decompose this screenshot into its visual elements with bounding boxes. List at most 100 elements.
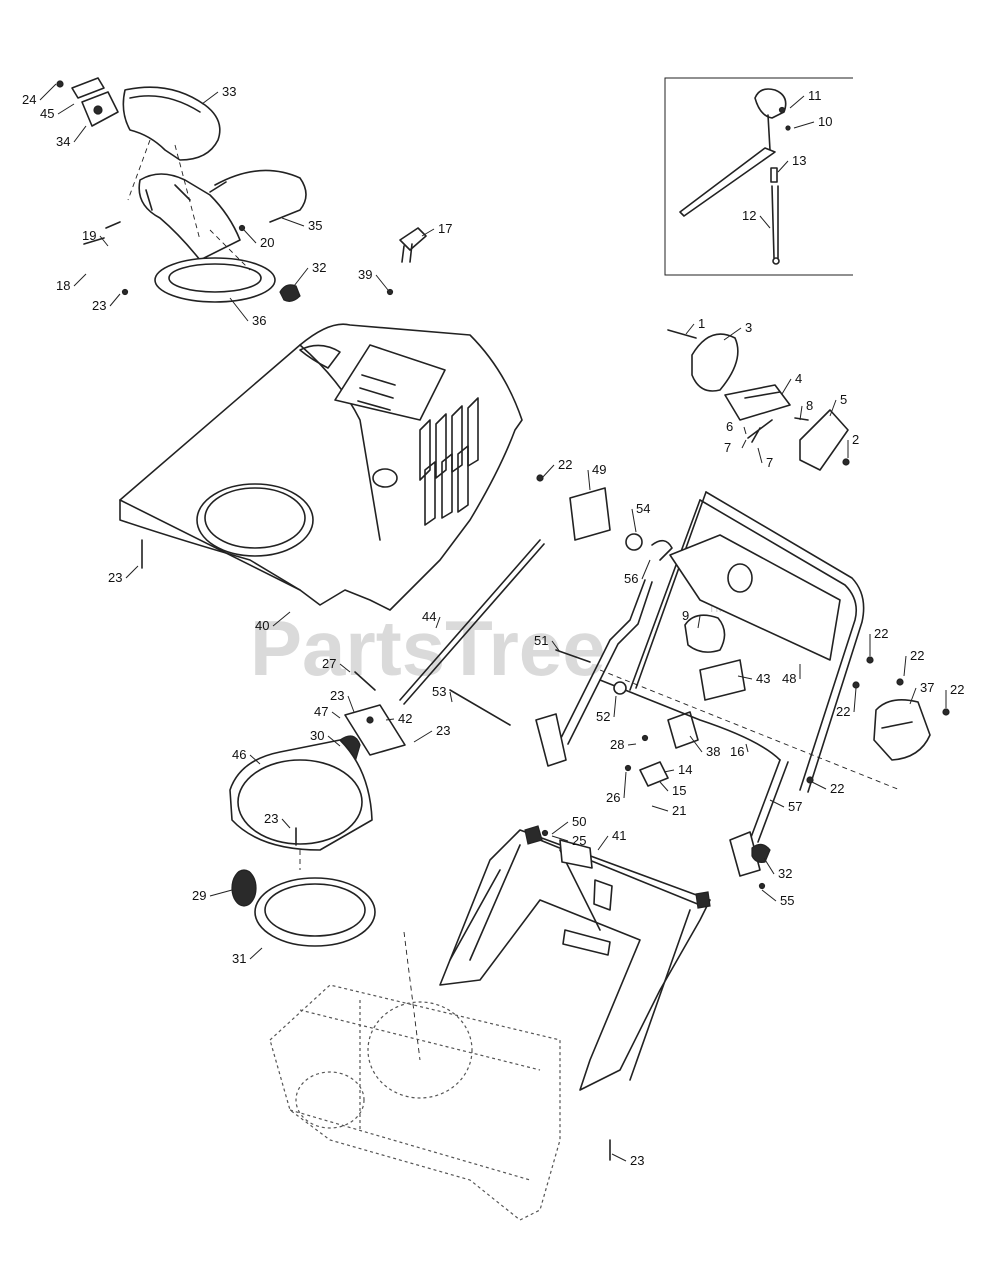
- callout-label: 6: [726, 419, 733, 434]
- callout-leader: [109, 293, 121, 307]
- callout-leader: [39, 83, 57, 101]
- callout-leader: [339, 663, 351, 673]
- callout-label: 26: [606, 790, 620, 805]
- callout-label: 32: [312, 260, 326, 275]
- auger-housing-reference: [269, 984, 611, 1221]
- callout-label: 43: [756, 671, 770, 686]
- callout-label: 5: [840, 392, 847, 407]
- callout-leader: [759, 215, 771, 229]
- callout-leader: [793, 121, 815, 129]
- callout-label: 27: [322, 656, 336, 671]
- callout-label: 22: [950, 682, 964, 697]
- callout-leader: [623, 771, 627, 799]
- callout-leader: [73, 125, 87, 143]
- callout-label: 56: [624, 571, 638, 586]
- callout-label: 1: [698, 316, 705, 331]
- callout-label: 23: [108, 570, 122, 585]
- callout-leader: [627, 743, 637, 746]
- callout-leader: [789, 95, 805, 109]
- callout-leader: [551, 821, 569, 835]
- callout-leader: [249, 947, 263, 960]
- callout-label: 21: [672, 803, 686, 818]
- callout-label: 32: [778, 866, 792, 881]
- part-22-nut: [536, 474, 544, 482]
- callout-label: 30: [310, 728, 324, 743]
- callout-leader: [293, 267, 309, 287]
- callout-label: 23: [264, 811, 278, 826]
- callout-leader: [449, 691, 453, 703]
- callout-leader: [597, 835, 609, 851]
- callout-leader: [281, 217, 305, 227]
- chute-rotator-assembly: [229, 704, 421, 1061]
- callout-leader: [769, 799, 785, 808]
- callout-label: 35: [308, 218, 322, 233]
- chute-assembly: [56, 77, 307, 303]
- callout-leader: [697, 615, 701, 629]
- callout-leader: [763, 857, 775, 875]
- callout-leader: [781, 378, 792, 395]
- callout-leader: [73, 273, 87, 287]
- callout-leader: [327, 735, 341, 747]
- callout-label: 23: [330, 688, 344, 703]
- callout-leader: [651, 805, 669, 812]
- callout-label: 22: [910, 648, 924, 663]
- callout-leader: [757, 447, 763, 464]
- callout-label: 44: [422, 609, 436, 624]
- part-39-screw: [386, 288, 394, 296]
- callout-label: 31: [232, 951, 246, 966]
- callout-label: 4: [795, 371, 802, 386]
- callout-leader: [743, 426, 747, 435]
- callout-label: 39: [358, 267, 372, 282]
- callout-label: 33: [222, 84, 236, 99]
- callout-label: 46: [232, 747, 246, 762]
- inset-box: [664, 77, 853, 276]
- callout-label: 23: [92, 298, 106, 313]
- callout-leader: [685, 323, 695, 335]
- part-17-bracket: [399, 227, 427, 263]
- callout-leader: [829, 399, 837, 417]
- callout-label: 54: [636, 501, 650, 516]
- callout-leader: [745, 743, 749, 753]
- callout-leader: [853, 687, 857, 713]
- callout-label: 10: [818, 114, 832, 129]
- callout-label: 23: [436, 723, 450, 738]
- callout-label: 45: [40, 106, 54, 121]
- callout-leader: [229, 297, 249, 322]
- handle-assembly: [449, 491, 950, 877]
- callout-leader: [243, 229, 257, 244]
- callout-label: 55: [780, 893, 794, 908]
- callout-label: 11: [808, 88, 822, 103]
- callout-label: 53: [432, 684, 446, 699]
- callout-label: 50: [572, 814, 586, 829]
- callout-leader: [903, 655, 907, 677]
- callout-label: 37: [920, 680, 934, 695]
- callout-label: 22: [874, 626, 888, 641]
- callout-label: 23: [630, 1153, 644, 1168]
- callout-label: 25: [572, 833, 586, 848]
- callout-leader: [741, 439, 747, 449]
- callout-leader: [272, 611, 291, 627]
- callout-leader: [737, 675, 753, 680]
- callout-label: 22: [558, 457, 572, 472]
- callout-leader: [541, 464, 555, 479]
- callout-leader: [663, 769, 675, 773]
- callout-label: 51: [534, 633, 548, 648]
- callout-label: 29: [192, 888, 206, 903]
- part-40-shroud: [119, 323, 523, 611]
- callout-leader: [435, 616, 441, 629]
- part-9-shift-lever: [679, 88, 791, 265]
- part-27-spring: [354, 671, 376, 691]
- callout-leader: [723, 327, 742, 341]
- callout-label: 9: [682, 608, 689, 623]
- callout-label: 7: [724, 440, 731, 455]
- callout-leader: [799, 405, 803, 421]
- callout-leader: [125, 565, 139, 579]
- callout-leader: [249, 754, 261, 765]
- callout-label: 40: [255, 618, 269, 633]
- callout-label: 41: [612, 828, 626, 843]
- callout-label: 14: [678, 762, 692, 777]
- callout-leader: [331, 711, 341, 719]
- callout-leader: [587, 469, 591, 491]
